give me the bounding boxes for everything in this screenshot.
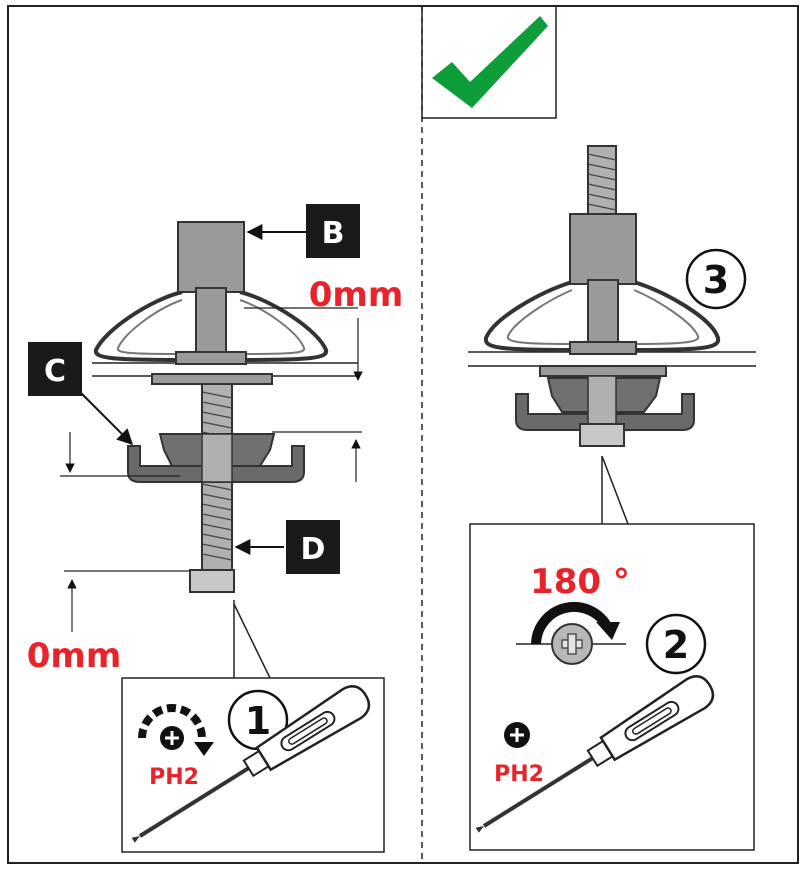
cup-fitting-base [127,445,305,483]
callout-line [233,603,271,679]
pointer-c [79,391,134,446]
label-box-b [306,204,360,258]
anchor-wing-right [239,290,329,362]
anchor-sleeve [587,279,619,347]
bolt-head [579,423,625,447]
phillips-icon [504,722,530,748]
step-1-number: 1 [245,699,271,743]
anchor-washer [539,365,667,377]
label-box-d [286,520,340,574]
anchor-head-b [177,221,245,293]
bit-label-left: PH2 [149,765,199,790]
anchor-collar [569,341,637,355]
callout-line [601,455,629,525]
anchor-head [569,213,637,285]
step-2-circle [645,613,707,675]
gap-label-top: 0mm [309,275,404,315]
step-3-circle [685,248,747,310]
rotation-label: 180 ° [530,562,630,602]
label-b: B [322,216,345,251]
cup-fitting-base [515,393,695,431]
anchor-sleeve [195,287,227,355]
left-assembly: B C D 0mm 0mm [27,204,404,679]
outer-frame [7,5,799,864]
gap-label-bottom: 0mm [27,636,122,676]
step-2-panel: 180 ° 2 PH2 [469,523,755,851]
label-d: D [301,532,326,567]
anchor-wing-right-inner [239,299,306,355]
screwdriver-icon [475,675,715,833]
bolt-head [189,569,235,593]
threaded-rod-bottom [587,375,617,425]
anchor-wing-left [483,280,573,352]
threaded-rod-top [587,145,617,217]
screwdriver-icon [131,685,371,843]
step-2-number: 2 [663,623,689,667]
step-1-panel: 1 PH2 [121,677,385,853]
rotate-screw-icon [138,704,214,756]
correct-indicator [421,6,557,119]
anchor-washer [151,373,273,385]
checkmark-icon [432,16,548,108]
label-box-c [28,342,82,396]
anchor-wing-left [93,290,183,362]
step-3-number: 3 [703,258,729,302]
right-assembly: 3 [468,145,756,525]
anchor-wing-right [633,280,721,352]
label-c: C [44,354,66,389]
rotate-180-icon [516,601,626,665]
anchor-collar [175,351,247,365]
bit-label-right: PH2 [494,762,544,787]
anchor-wing-left-inner [116,299,183,355]
